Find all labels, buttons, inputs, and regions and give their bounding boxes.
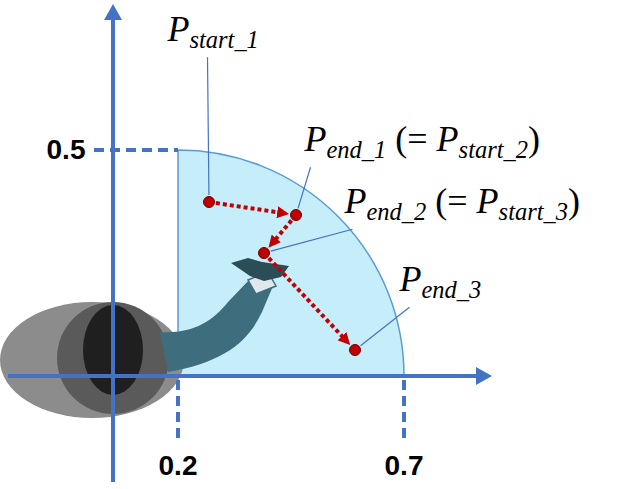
point-marker: Pstart_1 [203, 196, 215, 208]
motion-arrow [216, 203, 279, 212]
label-part: start_1 [190, 26, 259, 53]
axis-value: 0.2 [159, 450, 198, 482]
point-label: Pend_2 (= Pstart_3) [345, 180, 580, 227]
shoulders [0, 302, 184, 418]
guide-dash [402, 380, 406, 440]
axis-value: 0.5 [47, 134, 86, 166]
label-part: P [400, 259, 422, 299]
label-part: P [345, 181, 367, 221]
label-part: P [477, 181, 499, 221]
label-part: start_2 [459, 136, 528, 163]
label-part: end_2 [367, 198, 427, 225]
leader-line [361, 307, 410, 345]
label-part: P [305, 119, 327, 159]
guide-dash [94, 148, 178, 152]
label-part: P [437, 119, 459, 159]
axis-value: 0.7 [385, 450, 424, 482]
label-part: start_3 [499, 198, 568, 225]
motion-arrow [269, 258, 344, 337]
point-marker: Pend_2 (= Pstart_3) [258, 247, 270, 259]
label-part: P [168, 9, 190, 49]
x-axis-head [476, 367, 492, 385]
point-label: Pend_3 [400, 258, 482, 305]
leader-line [271, 229, 353, 251]
leader-line [298, 167, 310, 208]
point-marker: Pend_3 [349, 344, 361, 356]
label-part: (= [426, 181, 476, 221]
label-part: (= [386, 119, 436, 159]
y-axis-head [104, 4, 122, 20]
motion-arrow [275, 220, 292, 240]
label-part: ) [528, 119, 540, 159]
guide-dash [176, 380, 180, 440]
leader-line [208, 57, 209, 195]
label-part: end_3 [422, 276, 482, 303]
label-part: end_1 [327, 136, 387, 163]
point-marker: Pend_1 (= Pstart_2) [290, 209, 302, 221]
point-label: Pstart_1 [168, 8, 259, 55]
y-axis [111, 18, 115, 482]
x-axis [8, 374, 478, 378]
point-label: Pend_1 (= Pstart_2) [305, 118, 540, 165]
label-part: ) [568, 181, 580, 221]
